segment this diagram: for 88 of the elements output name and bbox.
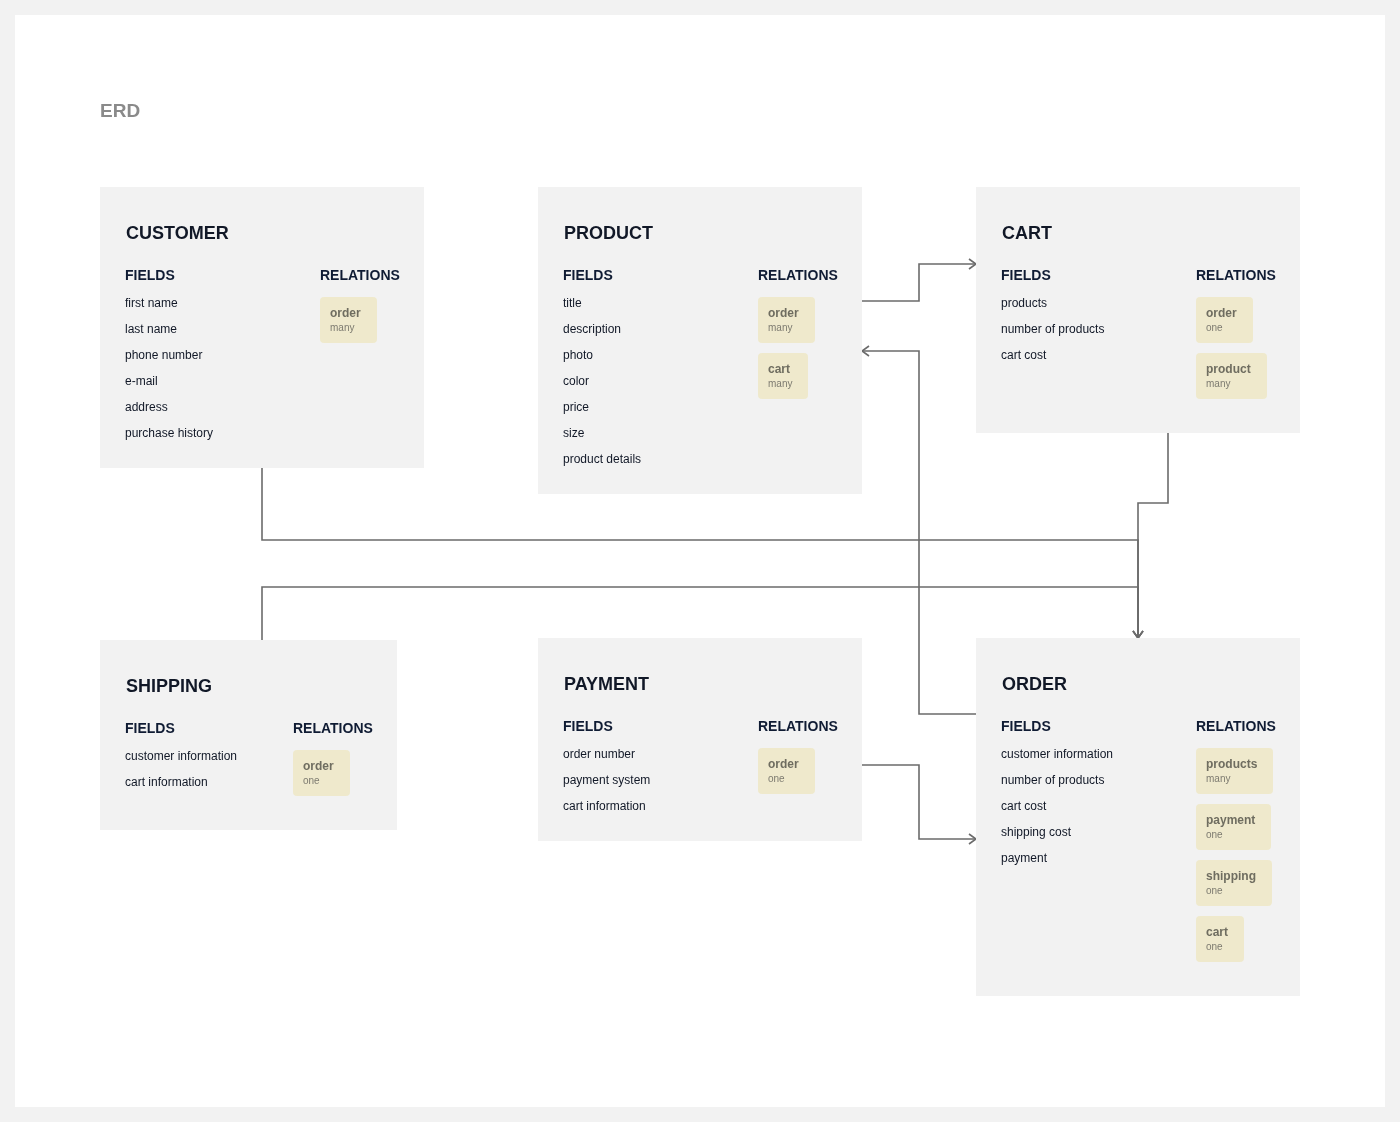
entity-title: SHIPPING: [126, 675, 213, 697]
field-name: first name: [125, 295, 178, 311]
entity-title: ORDER: [1002, 673, 1067, 695]
field-name: cart cost: [1001, 798, 1047, 814]
relation-name: product: [1206, 361, 1251, 377]
column-heading: FIELDS: [563, 717, 613, 735]
field-name: customer information: [125, 748, 238, 764]
relation-tag: [1196, 804, 1272, 850]
column-heading: FIELDS: [1001, 717, 1051, 735]
field-name: last name: [125, 321, 178, 337]
entity-table: [538, 187, 862, 494]
diagram-title: ERD: [100, 99, 141, 123]
column-heading: RELATIONS: [293, 719, 373, 737]
relation-name: order: [303, 758, 334, 774]
relation-arrow: [861, 345, 977, 715]
relation-arrow: [1132, 432, 1169, 639]
field-name: payment: [1001, 850, 1048, 866]
field-name: photo: [563, 347, 594, 363]
field-name: customer information: [1001, 746, 1114, 762]
field-name: cart information: [563, 798, 646, 814]
entity-title: CUSTOMER: [126, 222, 229, 244]
relation-cardinality: many: [768, 377, 793, 391]
relation-tag: [758, 353, 809, 399]
field-name: payment system: [563, 772, 651, 788]
column-heading: RELATIONS: [758, 717, 838, 735]
entity-table: [976, 187, 1300, 433]
relation-tag: [1196, 916, 1244, 962]
entity-table: [100, 187, 424, 468]
relation-cardinality: one: [1206, 828, 1224, 842]
relation-tag: [1196, 297, 1253, 343]
relation-cardinality: many: [768, 321, 794, 335]
relation-tag: [293, 750, 350, 796]
relation-name: order: [1206, 305, 1237, 321]
relation-tag: [320, 297, 377, 343]
entity-title: CART: [1002, 222, 1052, 244]
entity-title: PRODUCT: [564, 222, 653, 244]
relation-name: order: [768, 305, 799, 321]
entity-title: PAYMENT: [564, 673, 650, 695]
field-name: cart information: [125, 774, 208, 790]
relation-cardinality: many: [330, 321, 356, 335]
column-heading: FIELDS: [125, 266, 175, 284]
relation-cardinality: many: [1206, 377, 1232, 391]
relation-name: cart: [1206, 924, 1228, 940]
column-heading: FIELDS: [563, 266, 613, 284]
relation-name: products: [1206, 756, 1258, 772]
field-name: shipping cost: [1001, 824, 1072, 840]
relation-cardinality: one: [1206, 884, 1224, 898]
field-name: title: [563, 295, 582, 311]
field-name: description: [563, 321, 622, 337]
field-name: number of products: [1001, 321, 1105, 337]
relation-cardinality: one: [1206, 321, 1224, 335]
field-name: size: [563, 425, 585, 441]
field-name: cart cost: [1001, 347, 1047, 363]
relation-cardinality: one: [1206, 940, 1224, 954]
relation-tag: [758, 297, 815, 343]
entity-table: [976, 638, 1300, 996]
relation-name: payment: [1206, 812, 1256, 828]
relation-tag: [1196, 860, 1272, 906]
relation-name: shipping: [1206, 868, 1256, 884]
entity-table: [538, 638, 862, 841]
entity-table: [100, 640, 397, 830]
column-heading: RELATIONS: [1196, 266, 1276, 284]
relation-cardinality: one: [768, 772, 786, 786]
column-heading: RELATIONS: [320, 266, 400, 284]
column-heading: RELATIONS: [1196, 717, 1276, 735]
relation-name: cart: [768, 361, 791, 377]
field-name: order number: [563, 746, 636, 762]
relation-name: order: [768, 756, 799, 772]
relation-cardinality: one: [303, 774, 321, 788]
field-name: price: [563, 399, 589, 415]
relation-arrow: [861, 764, 977, 845]
column-heading: FIELDS: [125, 719, 175, 737]
field-name: purchase history: [125, 425, 214, 441]
relation-name: order: [330, 305, 361, 321]
column-heading: RELATIONS: [758, 266, 838, 284]
field-name: address: [125, 399, 168, 415]
relation-tag: [758, 748, 815, 794]
field-name: product details: [563, 451, 642, 467]
relation-tag: [1196, 353, 1267, 399]
field-name: color: [563, 373, 589, 389]
field-name: number of products: [1001, 772, 1105, 788]
field-name: e-mail: [125, 373, 158, 389]
relation-tag: [1196, 748, 1274, 794]
field-name: phone number: [125, 347, 203, 363]
relation-cardinality: many: [1206, 772, 1232, 786]
relation-arrow: [861, 258, 977, 302]
field-name: products: [1001, 295, 1048, 311]
column-heading: FIELDS: [1001, 266, 1051, 284]
